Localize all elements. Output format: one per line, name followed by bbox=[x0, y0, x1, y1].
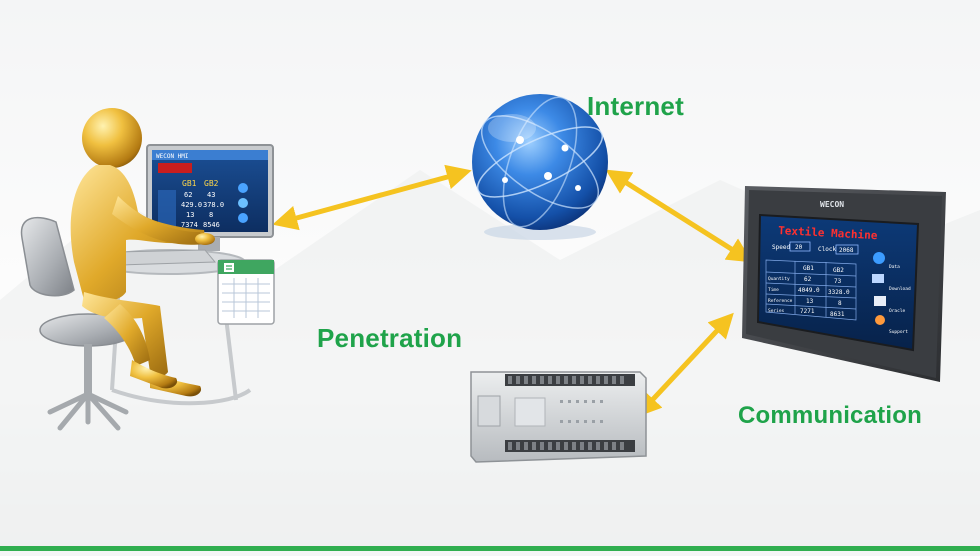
globe-icon bbox=[472, 94, 608, 240]
hmi-side-buttons: Data Download Oracle Support bbox=[872, 252, 911, 335]
pc-workstation: WECON HMI GB1 GB2 62 43 429.0 378.0 13 8… bbox=[20, 108, 275, 431]
hmi-button-label: Download bbox=[889, 286, 911, 292]
hmi-cell: 73 bbox=[834, 278, 842, 285]
pc-screen-cell: 378.0 bbox=[203, 201, 224, 209]
hmi-row-name: Reference bbox=[768, 298, 793, 304]
pc-screen-cell: 62 bbox=[184, 191, 192, 199]
hmi-cell: 8 bbox=[838, 300, 842, 307]
plc-device bbox=[470, 371, 647, 463]
hmi-cell: 13 bbox=[806, 298, 814, 305]
background-hills bbox=[0, 170, 980, 551]
penetration-label: Penetration bbox=[317, 323, 463, 353]
hmi-row-name: Time bbox=[768, 287, 779, 293]
hmi-row-name: Quantity bbox=[768, 276, 790, 282]
golden-figure bbox=[70, 108, 215, 397]
communication-label: Communication bbox=[738, 402, 922, 429]
hmi-button-label: Data bbox=[889, 264, 900, 270]
hmi-cell: 3328.0 bbox=[828, 289, 850, 296]
hmi-brand: WECON bbox=[820, 200, 844, 209]
pc-screen-cell: 7374 bbox=[181, 221, 198, 229]
hmi-cell: 4049.0 bbox=[798, 287, 820, 294]
arrow-hmi-plc bbox=[636, 312, 734, 418]
arrow-pc-internet bbox=[272, 164, 472, 231]
arrow-internet-hmi bbox=[605, 169, 753, 263]
pc-screen-col1: GB1 bbox=[182, 179, 197, 188]
hmi-cell: 8631 bbox=[830, 311, 845, 318]
spreadsheet-icon bbox=[217, 259, 275, 325]
pc-screen-cell: 43 bbox=[207, 191, 215, 199]
hmi-cell: 62 bbox=[804, 276, 812, 283]
pc-screen-title: WECON HMI bbox=[156, 153, 189, 160]
hmi-clock-value: 2068 bbox=[839, 247, 854, 254]
pc-screen-cell: 8 bbox=[209, 211, 213, 219]
hmi-col2: GB2 bbox=[833, 267, 844, 274]
pc-screen-col2: GB2 bbox=[204, 179, 219, 188]
hmi-button-label: Oracle bbox=[889, 308, 906, 314]
internet-label: Internet bbox=[587, 91, 684, 121]
hmi-speed-label: Speed bbox=[772, 244, 790, 251]
pc-screen-cell: 8546 bbox=[203, 221, 220, 229]
hmi-panel: WECON Textile Machine Speed 20 Clock 206… bbox=[742, 186, 946, 382]
hmi-row-name: Series bbox=[768, 308, 785, 314]
hmi-button-label: Support bbox=[889, 329, 908, 335]
pc-screen-cell: 13 bbox=[186, 211, 194, 219]
hmi-cell: 7271 bbox=[800, 308, 815, 315]
pc-screen-cell: 429.0 bbox=[181, 201, 202, 209]
hmi-col1: GB1 bbox=[803, 265, 814, 272]
hmi-title: Textile Machine bbox=[778, 224, 878, 242]
hmi-speed-value: 20 bbox=[795, 244, 803, 251]
hmi-clock-label: Clock bbox=[818, 246, 836, 253]
bottom-accent-bar bbox=[0, 546, 980, 551]
